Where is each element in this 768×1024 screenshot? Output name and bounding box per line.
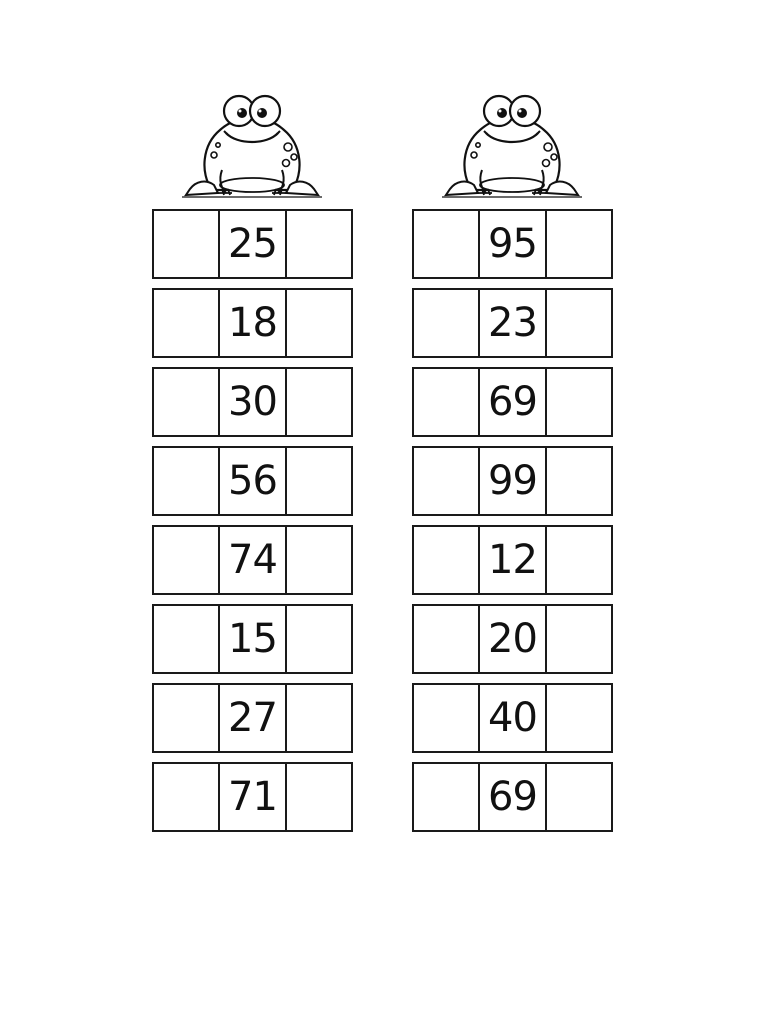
number-row: 25 xyxy=(152,209,353,279)
before-number-box[interactable] xyxy=(152,209,219,279)
before-number-box[interactable] xyxy=(152,762,219,832)
given-number: 69 xyxy=(479,762,546,832)
given-number: 25 xyxy=(219,209,286,279)
number-row: 18 xyxy=(152,288,353,358)
frog-icon xyxy=(442,85,582,205)
number-row: 20 xyxy=(412,604,613,674)
given-number: 69 xyxy=(479,367,546,437)
number-row: 95 xyxy=(412,209,613,279)
number-row: 71 xyxy=(152,762,353,832)
given-number: 12 xyxy=(479,525,546,595)
before-number-box[interactable] xyxy=(412,525,479,595)
frog-icon xyxy=(182,85,322,205)
after-number-box[interactable] xyxy=(546,525,613,595)
before-number-box[interactable] xyxy=(412,762,479,832)
before-number-box[interactable] xyxy=(412,683,479,753)
after-number-box[interactable] xyxy=(546,683,613,753)
given-number: 30 xyxy=(219,367,286,437)
before-number-box[interactable] xyxy=(412,288,479,358)
after-number-box[interactable] xyxy=(286,762,353,832)
after-number-box[interactable] xyxy=(546,604,613,674)
after-number-box[interactable] xyxy=(286,604,353,674)
after-number-box[interactable] xyxy=(286,209,353,279)
given-number: 40 xyxy=(479,683,546,753)
after-number-box[interactable] xyxy=(546,446,613,516)
number-row: 15 xyxy=(152,604,353,674)
before-number-box[interactable] xyxy=(412,209,479,279)
number-row: 30 xyxy=(152,367,353,437)
number-row: 40 xyxy=(412,683,613,753)
number-row: 56 xyxy=(152,446,353,516)
number-row: 27 xyxy=(152,683,353,753)
before-number-box[interactable] xyxy=(152,446,219,516)
before-number-box[interactable] xyxy=(412,604,479,674)
after-number-box[interactable] xyxy=(546,288,613,358)
after-number-box[interactable] xyxy=(286,288,353,358)
before-number-box[interactable] xyxy=(152,604,219,674)
after-number-box[interactable] xyxy=(546,367,613,437)
number-row: 69 xyxy=(412,762,613,832)
before-number-box[interactable] xyxy=(412,446,479,516)
after-number-box[interactable] xyxy=(286,367,353,437)
before-number-box[interactable] xyxy=(152,367,219,437)
number-row: 23 xyxy=(412,288,613,358)
after-number-box[interactable] xyxy=(286,446,353,516)
after-number-box[interactable] xyxy=(546,209,613,279)
given-number: 56 xyxy=(219,446,286,516)
given-number: 71 xyxy=(219,762,286,832)
given-number: 27 xyxy=(219,683,286,753)
after-number-box[interactable] xyxy=(286,525,353,595)
given-number: 95 xyxy=(479,209,546,279)
number-row: 74 xyxy=(152,525,353,595)
given-number: 20 xyxy=(479,604,546,674)
before-number-box[interactable] xyxy=(152,288,219,358)
number-row: 12 xyxy=(412,525,613,595)
after-number-box[interactable] xyxy=(286,683,353,753)
given-number: 99 xyxy=(479,446,546,516)
before-number-box[interactable] xyxy=(412,367,479,437)
given-number: 74 xyxy=(219,525,286,595)
after-number-box[interactable] xyxy=(546,762,613,832)
given-number: 15 xyxy=(219,604,286,674)
before-number-box[interactable] xyxy=(152,525,219,595)
before-number-box[interactable] xyxy=(152,683,219,753)
given-number: 18 xyxy=(219,288,286,358)
number-row: 69 xyxy=(412,367,613,437)
number-row: 99 xyxy=(412,446,613,516)
given-number: 23 xyxy=(479,288,546,358)
